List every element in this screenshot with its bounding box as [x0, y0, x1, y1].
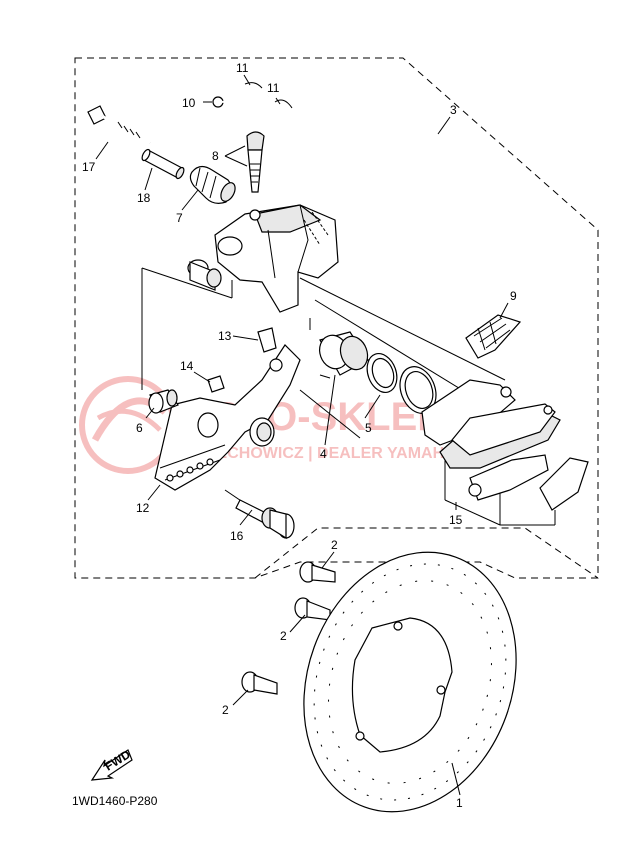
seal-5a-part: [366, 353, 398, 393]
sleeve-18-part: [141, 148, 185, 180]
callout-11a: 11: [236, 61, 249, 75]
seal-5b-part: [399, 366, 437, 414]
clip-11a-part: [244, 82, 263, 89]
clip-11b-part: [274, 99, 293, 109]
clip-14-part: [207, 375, 225, 393]
callout-3: 3: [450, 103, 457, 117]
callout-8: 8: [212, 149, 219, 163]
callout-6: 6: [136, 421, 143, 435]
callout-7: 7: [176, 211, 183, 225]
caliper-bracket-12-part: [154, 344, 301, 491]
callout-1: 1: [456, 796, 463, 810]
callout-2a: 2: [331, 538, 338, 552]
disc-area-outline: [254, 527, 599, 579]
boot-7-part: [189, 165, 236, 204]
callout-5: 5: [365, 421, 372, 435]
piston-4-part: [319, 331, 369, 376]
bushing-6-part: [148, 389, 179, 414]
assembly-lines: [141, 267, 556, 526]
bolt-2b-part: [294, 597, 331, 621]
brake-pad-15b-part: [439, 403, 561, 469]
bolt-2a-part: [299, 561, 336, 583]
callout-2b: 2: [280, 629, 287, 643]
callout-15: 15: [449, 513, 463, 527]
callout-12: 12: [136, 501, 150, 515]
bolt-17-part: [87, 105, 151, 145]
brake-pad-15d-part: [539, 457, 589, 511]
caliper-body-3-part: [187, 204, 339, 313]
callout-14: 14: [180, 359, 194, 373]
diagram-code: 1WD1460-P280: [72, 794, 158, 808]
watermark-line2: NECHOWICZ | DEALER YAMAHA: [205, 445, 456, 462]
callout-10: 10: [182, 96, 196, 110]
guide-pin-16-part: [235, 499, 295, 540]
pin-10-part: [212, 95, 269, 108]
brake-pad-15c-part: [468, 454, 549, 501]
callout-9: 9: [510, 289, 517, 303]
bleed-screw-8-part: [246, 131, 265, 193]
callout-18: 18: [137, 191, 151, 205]
callout-labels: 1 2 2 2 3 4 5 6 7 8 9 10 11 11 12 13 14 …: [82, 61, 517, 810]
callout-17: 17: [82, 160, 96, 174]
fwd-arrow-icon: FWD: [90, 747, 133, 781]
brake-pad-15a-part: [421, 379, 516, 446]
callout-13: 13: [218, 329, 232, 343]
clip-13-part: [257, 327, 277, 353]
callout-11b: 11: [267, 81, 280, 95]
callout-leaders: [95, 74, 509, 796]
caliper-assembly-outline: [74, 57, 599, 579]
callout-4: 4: [320, 447, 327, 461]
callout-16: 16: [230, 529, 244, 543]
brake-disc-1-part: [303, 551, 517, 813]
bolt-2c-part: [241, 671, 278, 695]
pad-spring-9-part: [465, 314, 522, 359]
callout-2c: 2: [222, 703, 229, 717]
